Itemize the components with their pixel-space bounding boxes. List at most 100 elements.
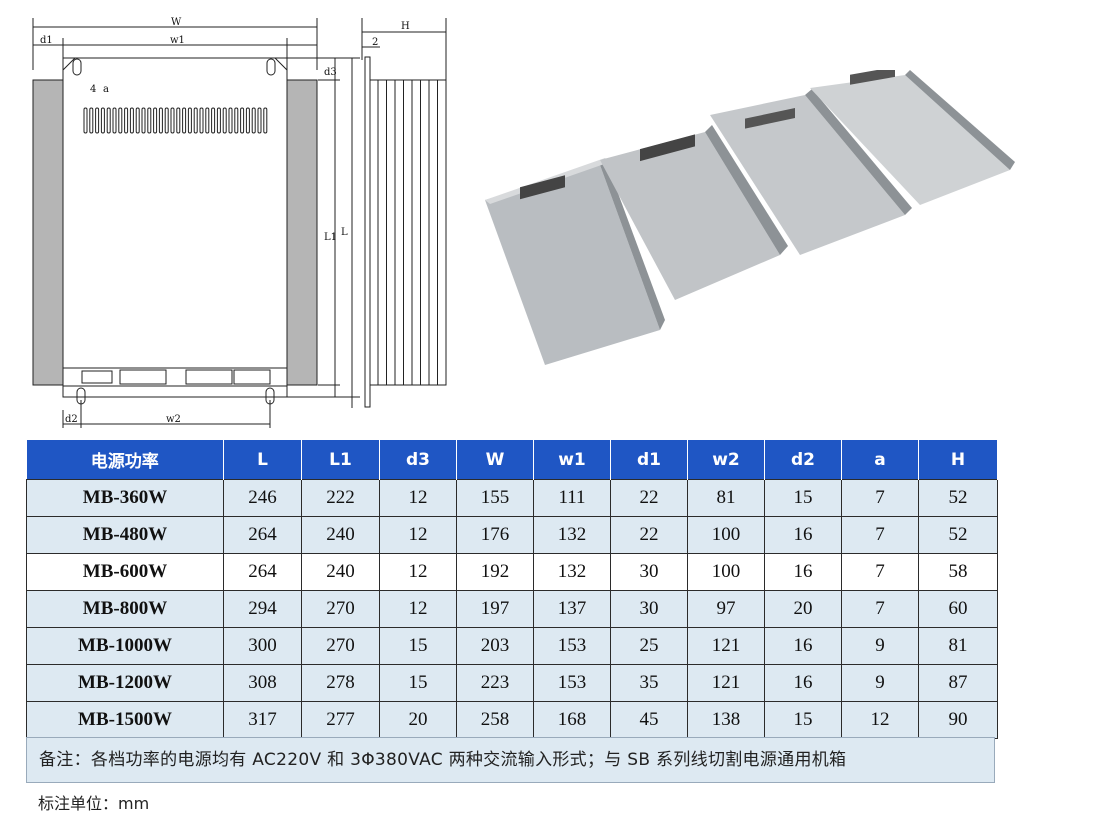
value-cell: 137 — [533, 590, 611, 628]
value-cell: 132 — [533, 553, 611, 591]
value-cell: 7 — [841, 516, 919, 554]
value-cell: 100 — [687, 553, 765, 591]
value-cell: 278 — [301, 664, 380, 702]
vent-slot — [228, 107, 233, 134]
value-cell: 16 — [764, 516, 842, 554]
vent-slot — [251, 107, 256, 134]
label-H: H — [401, 21, 410, 32]
value-cell: 153 — [533, 627, 611, 665]
value-cell: 12 — [379, 590, 457, 628]
value-cell: 317 — [223, 701, 302, 739]
value-cell: 246 — [223, 479, 302, 517]
vent-slot — [112, 107, 117, 134]
value-cell: 270 — [301, 590, 380, 628]
column-header: w1 — [533, 440, 611, 480]
value-cell: 12 — [379, 553, 457, 591]
vent-slot — [129, 107, 134, 134]
value-cell: 90 — [918, 701, 998, 739]
vent-slot — [83, 107, 88, 134]
label-d3: d3 — [324, 67, 337, 78]
model-cell: MB-480W — [26, 516, 224, 554]
value-cell: 20 — [379, 701, 457, 739]
value-cell: 240 — [301, 516, 380, 554]
value-cell: 240 — [301, 553, 380, 591]
value-cell: 192 — [456, 553, 534, 591]
vent-slot — [158, 107, 163, 134]
power-supply-unit-1 — [485, 158, 665, 365]
vent-slot — [222, 107, 227, 134]
column-header: L1 — [301, 440, 380, 480]
vent-slot — [193, 107, 198, 134]
value-cell: 22 — [610, 516, 688, 554]
vent-slot — [95, 107, 100, 134]
value-cell: 15 — [379, 627, 457, 665]
value-cell: 153 — [533, 664, 611, 702]
value-cell: 264 — [223, 553, 302, 591]
value-cell: 45 — [610, 701, 688, 739]
value-cell: 176 — [456, 516, 534, 554]
vent-slot — [164, 107, 169, 134]
value-cell: 7 — [841, 479, 919, 517]
value-cell: 87 — [918, 664, 998, 702]
value-cell: 12 — [841, 701, 919, 739]
label-4: 4 — [90, 84, 96, 95]
power-supply-unit-2 — [600, 125, 788, 300]
vent-slot — [153, 107, 158, 134]
value-cell: 121 — [687, 627, 765, 665]
column-header: d2 — [764, 440, 842, 480]
label-d2: d2 — [65, 414, 78, 425]
value-cell: 81 — [687, 479, 765, 517]
vent-slot — [141, 107, 146, 134]
label-L: L — [341, 227, 348, 238]
value-cell: 25 — [610, 627, 688, 665]
label-W: W — [171, 17, 182, 28]
note-text: 备注：各档功率的电源均有 AC220V 和 3Φ380VAC 两种交流输入形式；… — [26, 737, 995, 783]
label-2: 2 — [372, 37, 378, 48]
column-header: d1 — [610, 440, 688, 480]
column-header: d3 — [379, 440, 457, 480]
value-cell: 258 — [456, 701, 534, 739]
vent-slot — [147, 107, 152, 134]
value-cell: 121 — [687, 664, 765, 702]
value-cell: 277 — [301, 701, 380, 739]
value-cell: 308 — [223, 664, 302, 702]
model-cell: MB-600W — [26, 553, 224, 591]
product-photo — [485, 70, 1015, 365]
column-header: W — [456, 440, 534, 480]
value-cell: 30 — [610, 590, 688, 628]
value-cell: 132 — [533, 516, 611, 554]
vent-slot — [118, 107, 123, 134]
value-cell: 15 — [764, 479, 842, 517]
value-cell: 97 — [687, 590, 765, 628]
value-cell: 197 — [456, 590, 534, 628]
column-header: H — [918, 440, 998, 480]
dimension-drawing: W w1 d1 H 2 d3 L1 L a 4 d2 w2 — [32, 17, 447, 428]
value-cell: 58 — [918, 553, 998, 591]
value-cell: 223 — [456, 664, 534, 702]
vent-slot — [199, 107, 204, 134]
value-cell: 35 — [610, 664, 688, 702]
value-cell: 81 — [918, 627, 998, 665]
value-cell: 12 — [379, 479, 457, 517]
model-cell: MB-1000W — [26, 627, 224, 665]
unit-label: 标注单位：mm — [38, 794, 150, 813]
vent-slot — [240, 107, 245, 134]
value-cell: 222 — [301, 479, 380, 517]
vent-slot — [216, 107, 221, 134]
value-cell: 12 — [379, 516, 457, 554]
value-cell: 100 — [687, 516, 765, 554]
vent-slot — [263, 107, 268, 134]
value-cell: 264 — [223, 516, 302, 554]
model-cell: MB-1200W — [26, 664, 224, 702]
value-cell: 7 — [841, 590, 919, 628]
value-cell: 300 — [223, 627, 302, 665]
column-header: a — [841, 440, 919, 480]
model-cell: MB-1500W — [26, 701, 224, 739]
vent-slot — [187, 107, 192, 134]
value-cell: 52 — [918, 479, 998, 517]
